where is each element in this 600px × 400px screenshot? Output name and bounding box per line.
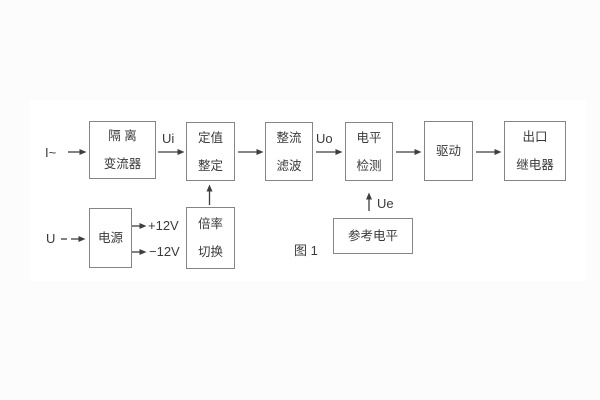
rail-plus12v-label: +12V bbox=[148, 218, 179, 233]
block-label: 整流 bbox=[276, 130, 302, 145]
block-setpoint-setting: 定值 整定 bbox=[186, 122, 235, 181]
signal-ui-label: Ui bbox=[162, 131, 175, 146]
input-voltage-label: U bbox=[46, 231, 56, 246]
signal-uo-label: Uo bbox=[316, 131, 333, 146]
rail-minus12v-label: −12V bbox=[149, 244, 180, 259]
block-output-relay: 出口 继电器 bbox=[504, 121, 566, 181]
block-label: 定值 bbox=[197, 130, 223, 145]
block-label: 倍率 bbox=[197, 217, 223, 231]
block-label: 变流器 bbox=[103, 157, 142, 171]
block-isolation-transformer: 隔 离 变流器 bbox=[89, 121, 156, 179]
block-rectifier-filter: 整流 滤波 bbox=[265, 122, 313, 181]
input-current-label: I~ bbox=[45, 145, 57, 160]
block-label: 驱动 bbox=[435, 144, 461, 158]
block-level-detection: 电平 检测 bbox=[345, 122, 393, 181]
block-label: 隔 离 bbox=[108, 129, 137, 143]
figure-caption: 图 1 bbox=[294, 243, 318, 258]
block-label: 检测 bbox=[356, 158, 382, 173]
signal-ue-label: Ue bbox=[377, 196, 394, 211]
block-drive: 驱动 bbox=[424, 121, 473, 181]
block-label: 电源 bbox=[97, 231, 123, 245]
block-label: 出口 bbox=[522, 130, 548, 144]
block-power-supply: 电源 bbox=[89, 208, 132, 268]
block-label: 切换 bbox=[197, 245, 223, 259]
block-label: 参考电平 bbox=[347, 229, 398, 243]
block-reference-level: 参考电平 bbox=[333, 218, 413, 254]
block-label: 整定 bbox=[197, 158, 223, 173]
block-label: 电平 bbox=[356, 130, 382, 145]
block-label: 滤波 bbox=[276, 158, 302, 173]
block-label: 继电器 bbox=[516, 158, 554, 172]
block-ratio-switch: 倍率 切换 bbox=[186, 207, 235, 269]
